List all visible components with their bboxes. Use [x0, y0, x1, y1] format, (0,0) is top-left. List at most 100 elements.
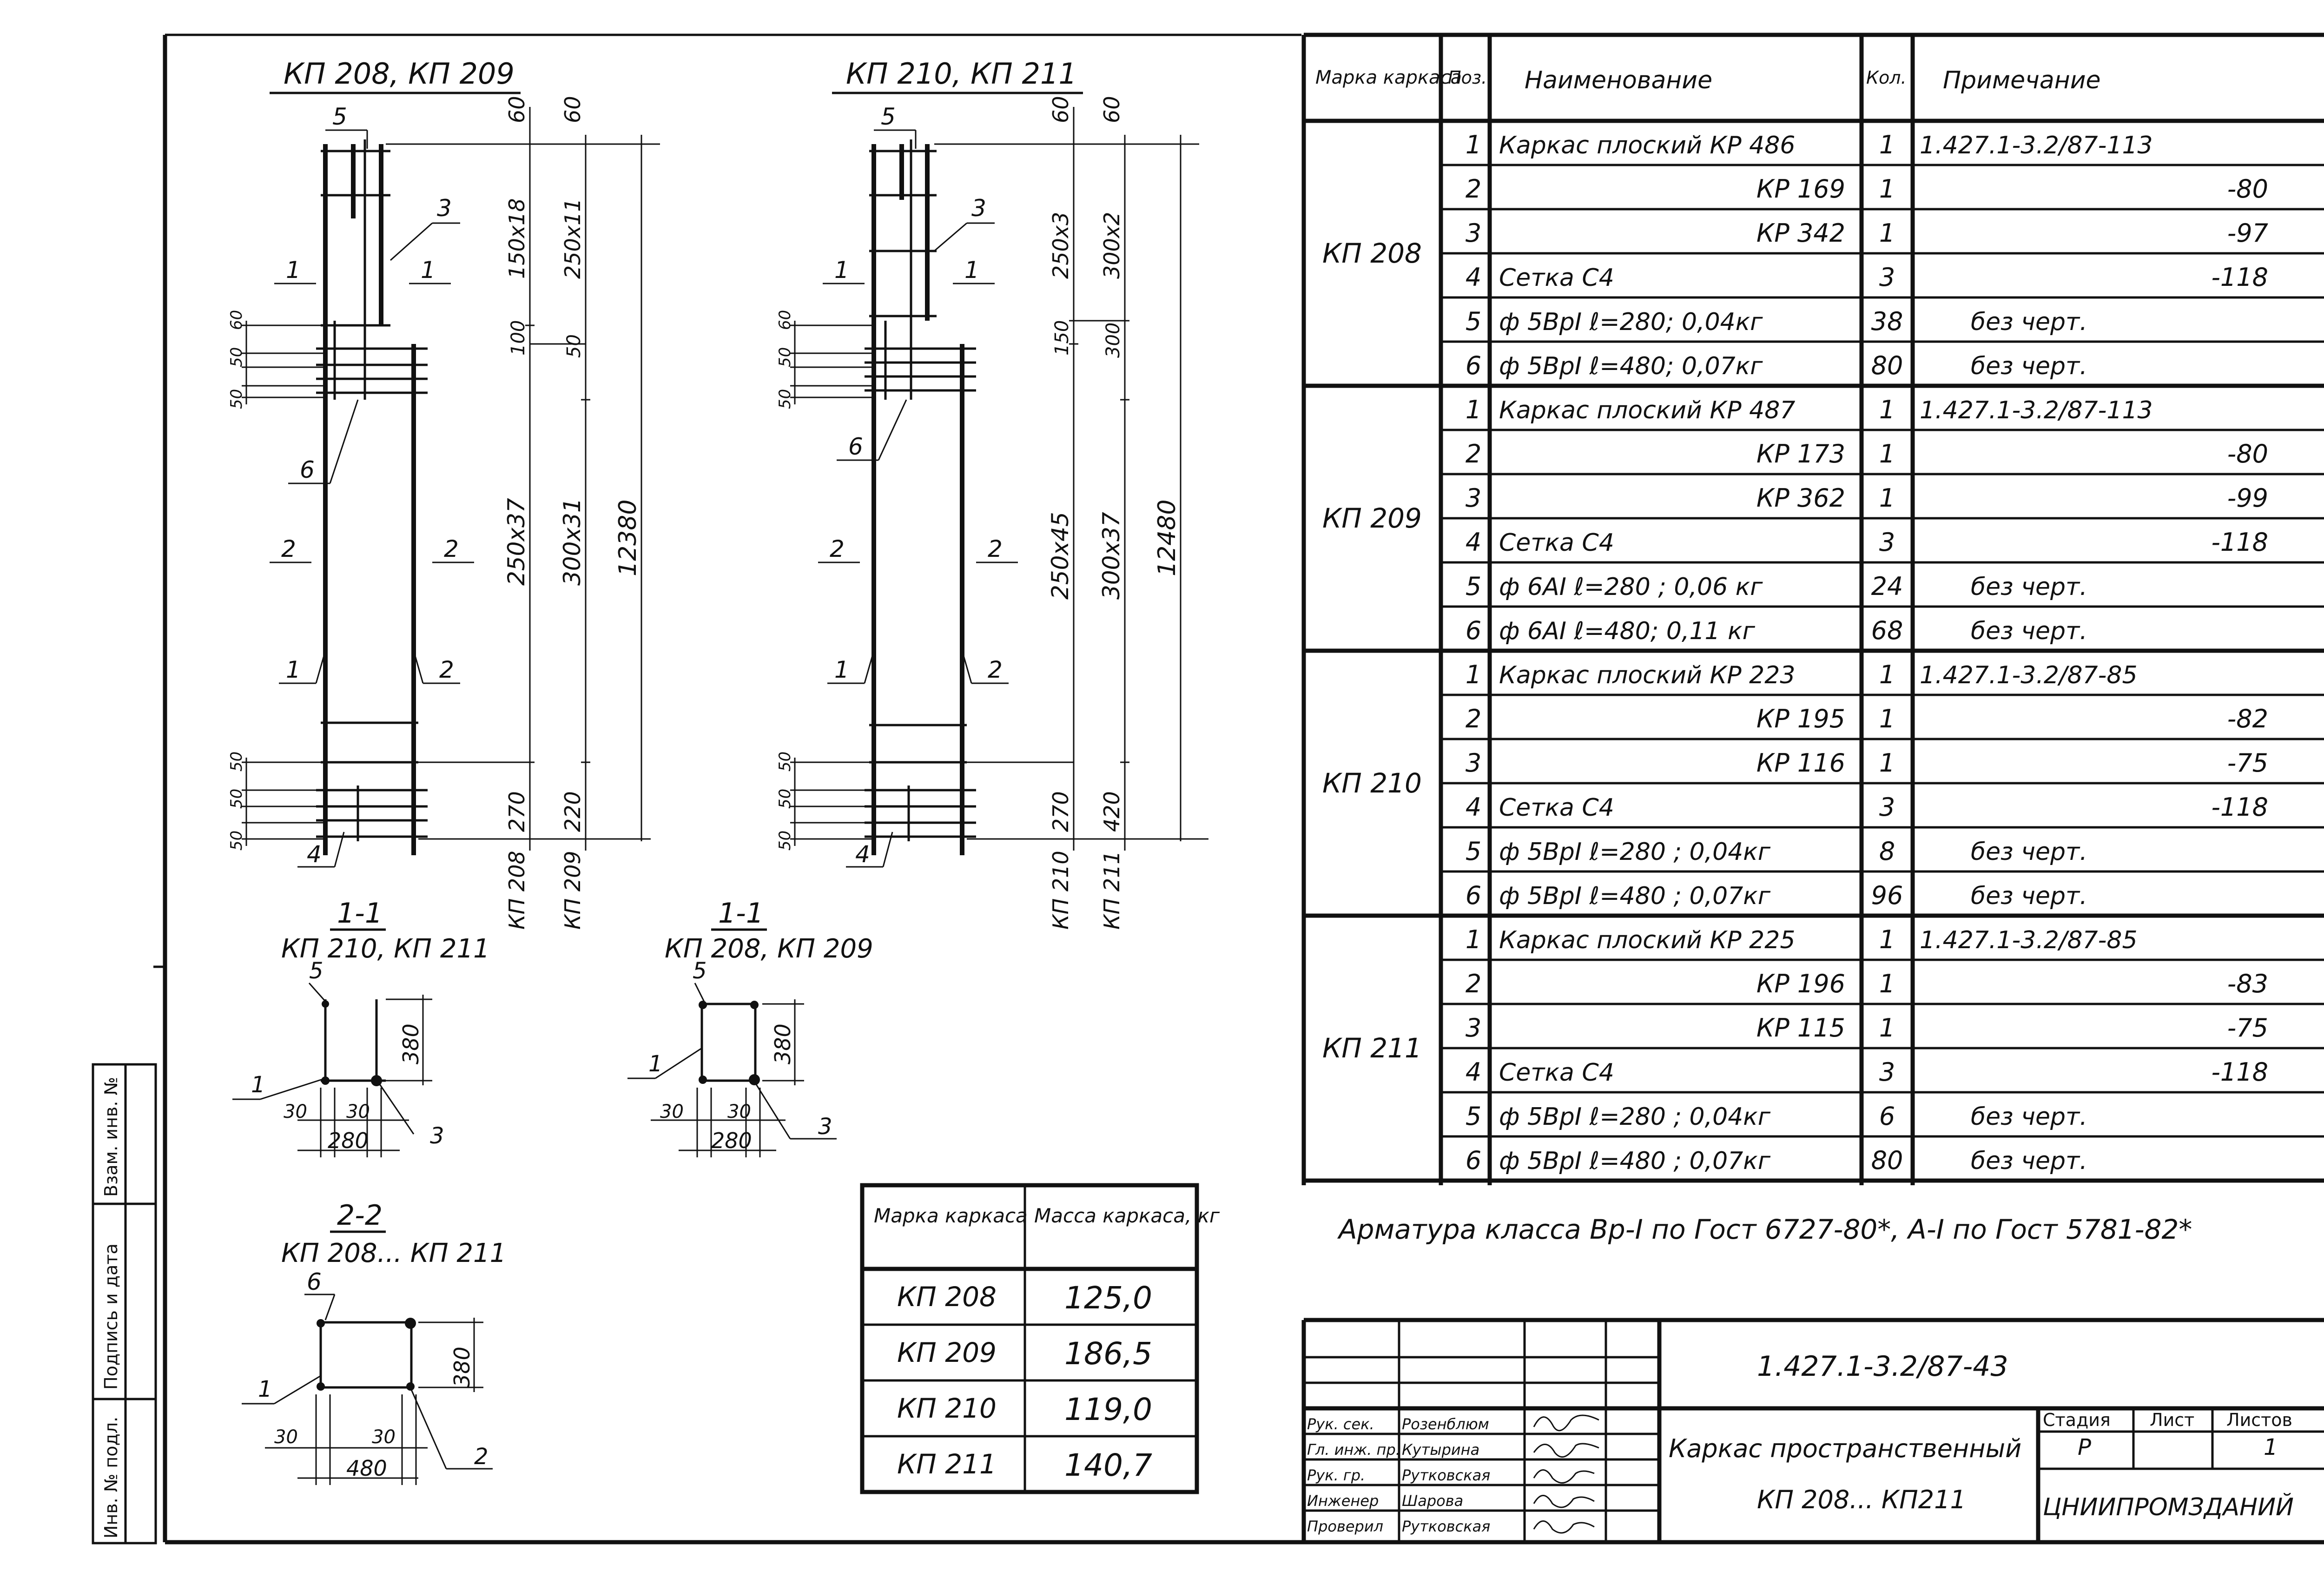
- spec-note-cell: без черт.: [1971, 838, 2087, 866]
- spec-qty-cell: 1: [1879, 969, 1895, 998]
- spec-note-cell: без черт.: [1971, 573, 2087, 601]
- mass-mark-0: КП 208: [897, 1281, 997, 1313]
- signature-scribble-1: [1533, 1443, 1599, 1458]
- callout-right-4: 4: [855, 841, 870, 868]
- spec-name-cell: ф 6АI ℓ=280 ; 0,06 кг: [1499, 573, 1763, 601]
- callout-right-2c: 2: [988, 656, 1003, 683]
- spec-qty-cell: 1: [1879, 748, 1895, 778]
- spec-pos-cell: 4: [1466, 263, 1481, 292]
- dim-right-small-3: 50: [776, 389, 794, 409]
- sheet-value: 1: [2264, 1434, 2278, 1460]
- spec-name-cell: КР 362: [1756, 483, 1845, 513]
- spec-note-cell: -118: [2211, 263, 2268, 292]
- dim-left-small-3: 50: [227, 389, 246, 409]
- spec-qty-cell: 1: [1879, 925, 1895, 954]
- spec-qty-cell: 80: [1871, 351, 1903, 380]
- signature-scribble-4: [1533, 1520, 1595, 1534]
- spec-note-cell: -118: [2211, 528, 2268, 557]
- drawing-code: 1.427.1-3.2/87-43: [1757, 1350, 2008, 1383]
- mass-value-2: 119,0: [1064, 1392, 1152, 1427]
- mass-mark-3: КП 211: [897, 1448, 997, 1480]
- section-1a-subtitle: КП 210, КП 211: [281, 934, 490, 964]
- callout-left-2c: 2: [439, 656, 454, 683]
- spec-qty-cell: 1: [1879, 130, 1895, 159]
- spec-name-cell: ф 5ВрI ℓ=280 ; 0,04кг: [1499, 1103, 1771, 1131]
- spec-note-cell: -75: [2227, 748, 2268, 778]
- spec-pos-cell: 1: [1466, 130, 1481, 159]
- section-1a-title: 1-1: [337, 897, 383, 930]
- sig-role-4: Проверил: [1307, 1518, 1383, 1535]
- spec-note-cell: -97: [2227, 218, 2268, 248]
- dim-left-7: 250x37: [503, 498, 530, 586]
- elevation-left-title: КП 208, КП 209: [284, 57, 515, 91]
- sig-role-3: Инженер: [1307, 1492, 1379, 1510]
- callout-left-1a: 1: [286, 257, 301, 284]
- dim-left-1: 60: [504, 96, 529, 123]
- mass-value-3: 140,7: [1064, 1447, 1152, 1483]
- spec-note-cell: без черт.: [1971, 1147, 2087, 1175]
- callout-left-2b: 2: [444, 535, 459, 562]
- sheets-header: Листов: [2226, 1410, 2292, 1430]
- spec-name-cell: КР 195: [1756, 704, 1845, 733]
- section-1b-dim-280: 280: [711, 1128, 752, 1153]
- title-line-1: Каркас пространственный: [1669, 1434, 2021, 1463]
- dim-left-9: 12380: [614, 500, 642, 576]
- spec-qty-cell: 24: [1871, 572, 1903, 601]
- callout-right-5: 5: [881, 103, 896, 130]
- dim-right-7: 250x45: [1047, 512, 1074, 600]
- section-2-mark-6: 6: [307, 1268, 322, 1295]
- elevation-right: КП 210, КП 211: [776, 57, 1208, 930]
- spec-note-cell: -83: [2227, 969, 2268, 998]
- spec-qty-cell: 38: [1871, 307, 1903, 336]
- dim-left-small-6: 50: [227, 831, 246, 851]
- spec-pos-cell: 4: [1466, 792, 1481, 822]
- spec-qty-cell: 6: [1879, 1102, 1895, 1131]
- dim-left-small-1: 60: [227, 310, 246, 330]
- dim-right-6: 300: [1103, 323, 1124, 358]
- elevation-left: КП 208, КП 209: [227, 57, 660, 930]
- dim-right-small-2: 50: [776, 347, 794, 367]
- spec-note-cell: 1.427.1-3.2/87-113: [1920, 132, 2153, 159]
- spec-qty-cell: 3: [1879, 528, 1895, 557]
- spec-note-cell: -82: [2227, 704, 2268, 733]
- section-1b-mark-5: 5: [693, 958, 707, 984]
- stage-header: Стадия: [2043, 1410, 2111, 1430]
- spec-qty-cell: 1: [1879, 660, 1895, 689]
- section-1a-mark-1: 1: [251, 1072, 265, 1098]
- stage-value: Р: [2078, 1434, 2091, 1460]
- spec-name-cell: Каркас плоский КР 486: [1499, 132, 1795, 159]
- dim-right-11: 420: [1099, 791, 1124, 832]
- section-1a-mark-5: 5: [309, 958, 324, 984]
- spec-note-cell: -75: [2227, 1013, 2268, 1043]
- section-2-dim-480: 480: [346, 1456, 387, 1481]
- signature-scribble-3: [1533, 1495, 1595, 1508]
- callout-right-1c: 1: [834, 656, 849, 683]
- section-2-subtitle: КП 208... КП 211: [281, 1238, 506, 1268]
- spec-qty-cell: 68: [1871, 616, 1903, 645]
- spec-note-cell: -118: [2211, 1057, 2268, 1087]
- spec-pos-cell: 2: [1466, 704, 1481, 733]
- spec-pos-cell: 5: [1466, 572, 1481, 601]
- spec-note-cell: без черт.: [1971, 617, 2087, 645]
- spec-pos-cell: 6: [1466, 1146, 1481, 1175]
- spec-qty-cell: 1: [1879, 704, 1895, 733]
- reinforcement-note: Арматура класса Вр-I по Гост 6727-80*, А…: [1337, 1214, 2192, 1245]
- spec-pos-cell: 1: [1466, 660, 1481, 689]
- dim-right-small-4: 50: [776, 752, 794, 772]
- spec-header-name: Наименование: [1525, 66, 1712, 94]
- section-2-2: 2-2 КП 208... КП 211 6 380 30 30 480 1 2: [242, 1199, 506, 1485]
- spec-name-cell: ф 5ВрI ℓ=480; 0,07кг: [1499, 352, 1763, 380]
- dim-left-small-4: 50: [227, 752, 246, 772]
- spec-note-cell: 1.427.1-3.2/87-85: [1920, 661, 2138, 689]
- section-1-1-kp210: 1-1 КП 210, КП 211 5 380 30 30 280 1 3: [232, 897, 490, 1157]
- dim-right-9: 12480: [1153, 500, 1181, 576]
- signature-scribble-0: [1533, 1414, 1599, 1432]
- sig-name-3: Шарова: [1402, 1492, 1463, 1510]
- spec-note-cell: -99: [2227, 483, 2268, 513]
- spec-table: Марка каркаса Поз. Наименование Кол. При…: [1301, 33, 2324, 1185]
- callout-left-5: 5: [332, 103, 347, 130]
- spec-pos-cell: 2: [1466, 174, 1481, 204]
- dim-left-small-5: 50: [227, 789, 246, 809]
- callout-left-2a: 2: [281, 535, 296, 562]
- spec-note-cell: -118: [2211, 792, 2268, 822]
